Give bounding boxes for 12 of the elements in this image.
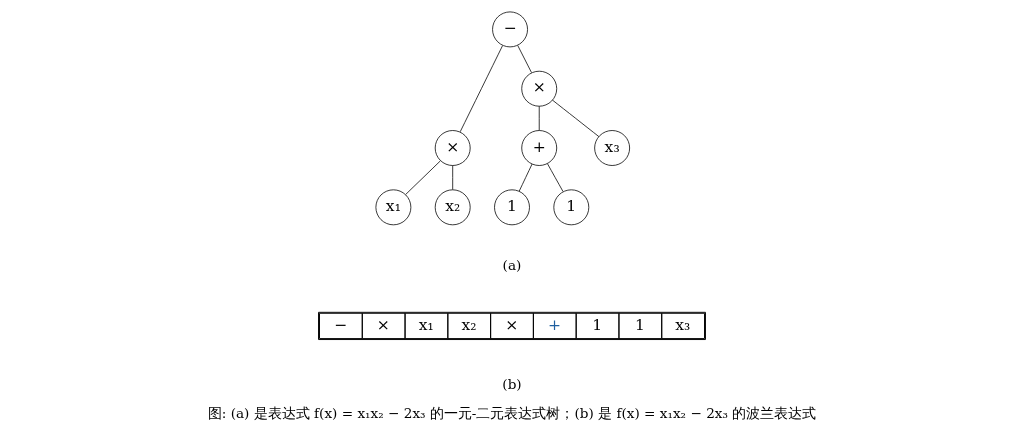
label: x₁: [418, 315, 434, 334]
label: −: [333, 315, 347, 334]
label: 1: [634, 315, 645, 334]
label: (b): [501, 375, 522, 392]
label: 1: [591, 315, 602, 334]
label: x₂: [460, 315, 476, 334]
label: (a): [502, 257, 521, 274]
label: +: [547, 315, 561, 334]
label: ×: [376, 315, 390, 334]
label: ×: [504, 315, 518, 334]
label: x₃: [674, 315, 690, 334]
caption: 图: (a) 是表达式 f(x) = x₁x₂ − 2x₃ 的一元-二元表达式树；(b) 是 f(x) = x₁x₂ − 2x₃ 的波兰表达式: [207, 404, 816, 421]
